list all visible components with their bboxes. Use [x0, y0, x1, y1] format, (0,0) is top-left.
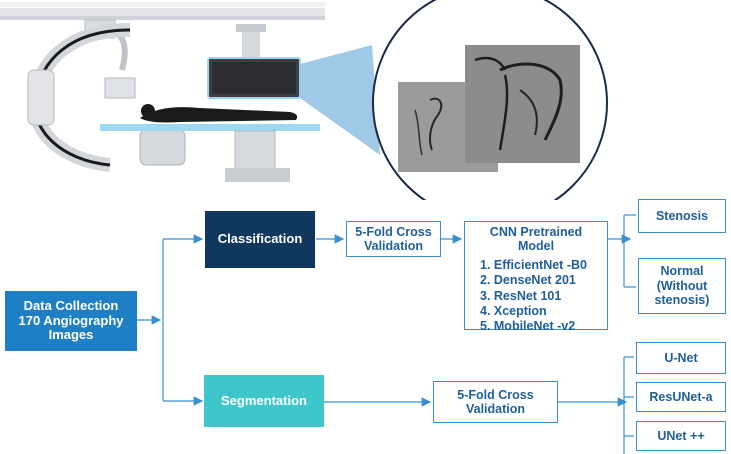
- classification-label: Classification: [217, 231, 303, 247]
- patient-table-icon: [100, 104, 320, 182]
- resunet-label: ResUNet-a: [649, 389, 713, 404]
- data-collection-label: Data Collection 170 Angiography Images: [18, 297, 124, 343]
- list-item: 5. MobileNet -v2: [480, 319, 576, 334]
- c-arm-icon: [27, 19, 186, 172]
- unetpp-label: UNet ++: [657, 428, 705, 443]
- unetpp-node: UNet ++: [636, 421, 726, 451]
- angiography-lab-illustration: [0, 0, 608, 200]
- list-item: 4. Xception: [480, 303, 547, 318]
- normal-label: Normal (Without stenosis): [654, 264, 710, 308]
- zoom-cone: [300, 45, 380, 155]
- segmentation-node: Segmentation: [204, 375, 324, 427]
- cv-segmentation-label: 5-Fold Cross Validation: [457, 387, 534, 416]
- list-item: 3. ResNet 101: [480, 288, 562, 303]
- monitor-icon: [207, 24, 301, 99]
- normal-node: Normal (Without stenosis): [638, 258, 726, 314]
- cnn-model-list: 1. EfficientNet -B0 2. DenseNet 201 3. R…: [480, 257, 592, 335]
- data-collection-node: Data Collection 170 Angiography Images: [5, 291, 137, 351]
- cv-segmentation-node: 5-Fold Cross Validation: [433, 381, 558, 423]
- angiogram-magnifier: [372, 0, 608, 200]
- stenosis-label: Stenosis: [655, 208, 709, 223]
- resunet-node: ResUNet-a: [636, 382, 726, 412]
- cnn-model-node: CNN Pretrained Model 1. EfficientNet -B0…: [464, 221, 608, 333]
- stenosis-node: Stenosis: [638, 199, 726, 233]
- cnn-title: CNN Pretrained Model: [489, 225, 583, 254]
- classification-node: Classification: [205, 211, 315, 268]
- ceiling-rail: [0, 2, 325, 20]
- list-item: 1. EfficientNet -B0: [480, 257, 587, 272]
- cv-classification-label: 5-Fold Cross Validation: [355, 224, 432, 253]
- segmentation-label: Segmentation: [221, 392, 307, 408]
- cv-classification-node: 5-Fold Cross Validation: [346, 221, 441, 257]
- unet-label: U-Net: [664, 350, 698, 365]
- list-item: 2. DenseNet 201: [480, 273, 576, 288]
- unet-node: U-Net: [636, 342, 726, 374]
